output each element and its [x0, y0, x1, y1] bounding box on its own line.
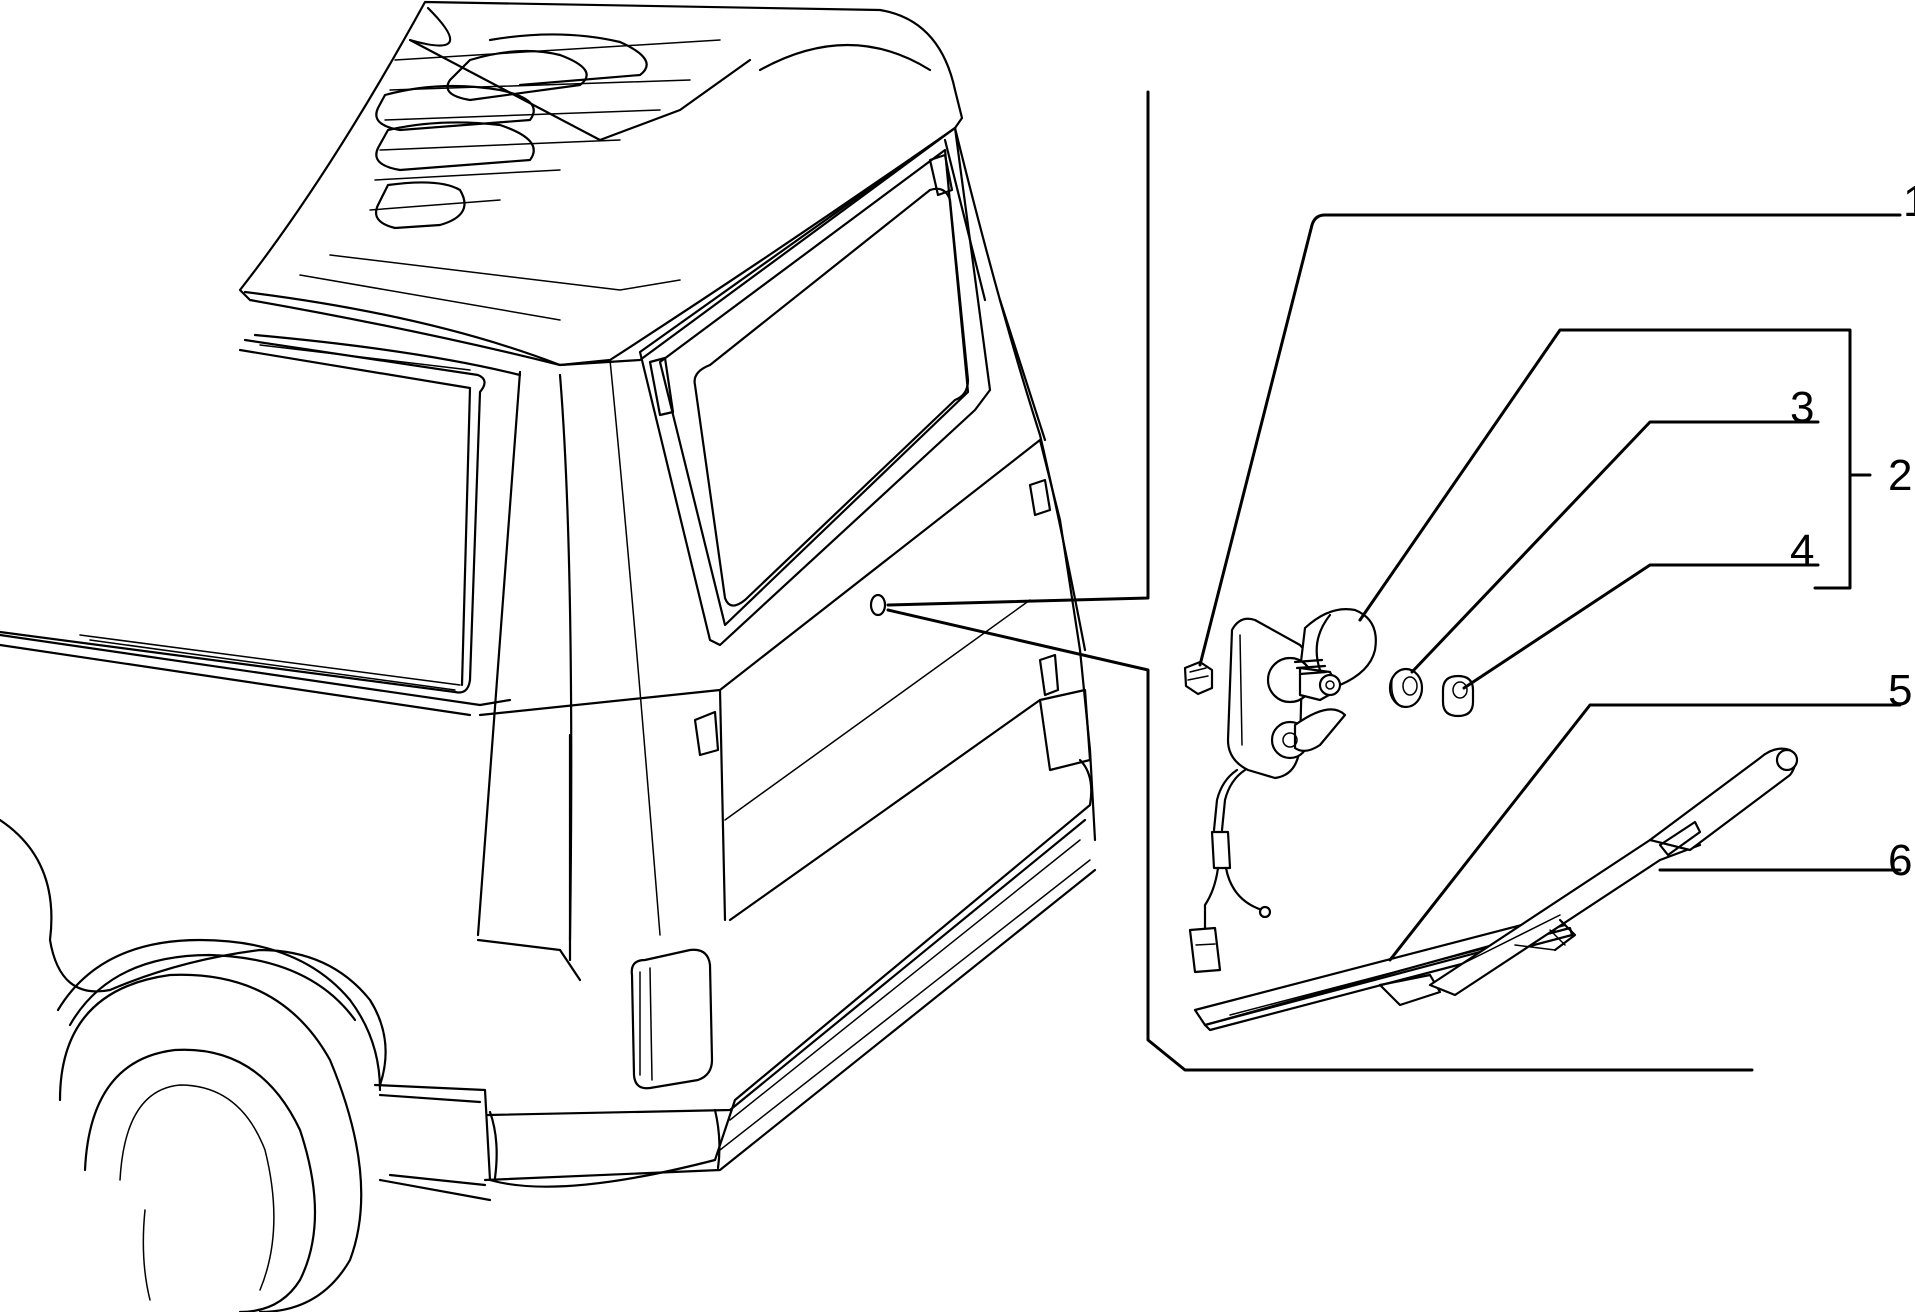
- part-1-nut: [1183, 660, 1214, 696]
- callout-5: 5: [1888, 666, 1912, 715]
- callout-1: 1: [1903, 177, 1915, 226]
- callout-6: 6: [1888, 836, 1912, 885]
- detail-bracket: [886, 90, 1754, 1072]
- van-rear-illustration: [0, 0, 1097, 1312]
- callout-4: 4: [1790, 526, 1814, 575]
- part-4-nut: [1441, 674, 1475, 718]
- callout-3: 3: [1790, 383, 1814, 432]
- callout-labels: 1 2 3 4 5 6: [1790, 177, 1915, 885]
- part-6-wiper-arm: [1428, 747, 1799, 997]
- part-2-wiper-motor: [1188, 608, 1377, 974]
- callout-leaders: [1198, 213, 1902, 962]
- callout-2: 2: [1888, 451, 1912, 500]
- part-3-washer: [1388, 667, 1424, 709]
